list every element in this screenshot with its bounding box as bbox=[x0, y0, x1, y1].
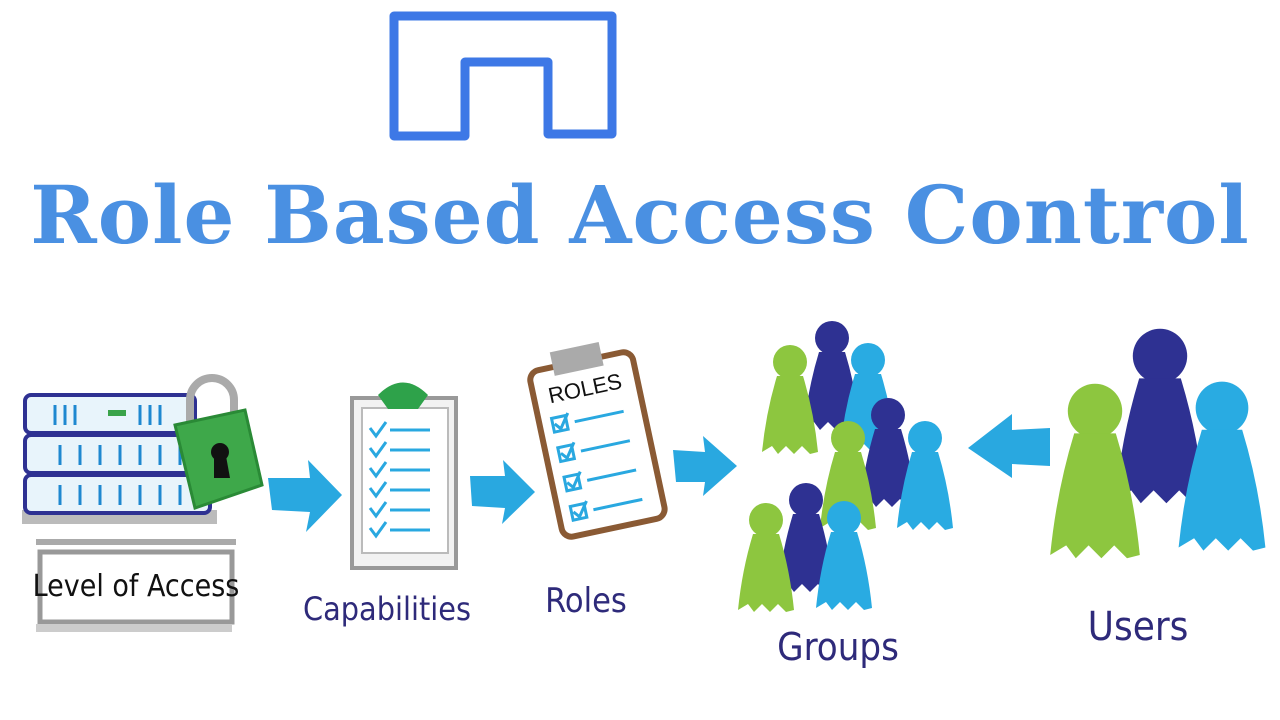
groups-people-icon bbox=[738, 321, 953, 612]
level-of-access-box: Level of Access bbox=[33, 539, 240, 632]
label-level-of-access: Level of Access bbox=[33, 569, 240, 604]
arrow-right-icon bbox=[268, 460, 342, 532]
logo-icon bbox=[389, 11, 617, 141]
label-groups: Groups bbox=[777, 625, 899, 669]
label-users: Users bbox=[1088, 604, 1189, 650]
capabilities-clipboard-icon bbox=[350, 382, 458, 570]
users-people-icon bbox=[1050, 328, 1266, 559]
arrow-right-icon bbox=[470, 460, 535, 524]
server-stack-icon bbox=[22, 393, 217, 524]
page-title: Role Based Access Control bbox=[30, 168, 1250, 262]
arrow-right-icon bbox=[673, 436, 737, 496]
label-capabilities: Capabilities bbox=[303, 590, 471, 628]
arrow-left-icon bbox=[968, 414, 1050, 478]
roles-clipboard-icon: ROLES bbox=[527, 341, 668, 540]
padlock-icon bbox=[173, 374, 264, 510]
label-roles: Roles bbox=[545, 581, 627, 621]
